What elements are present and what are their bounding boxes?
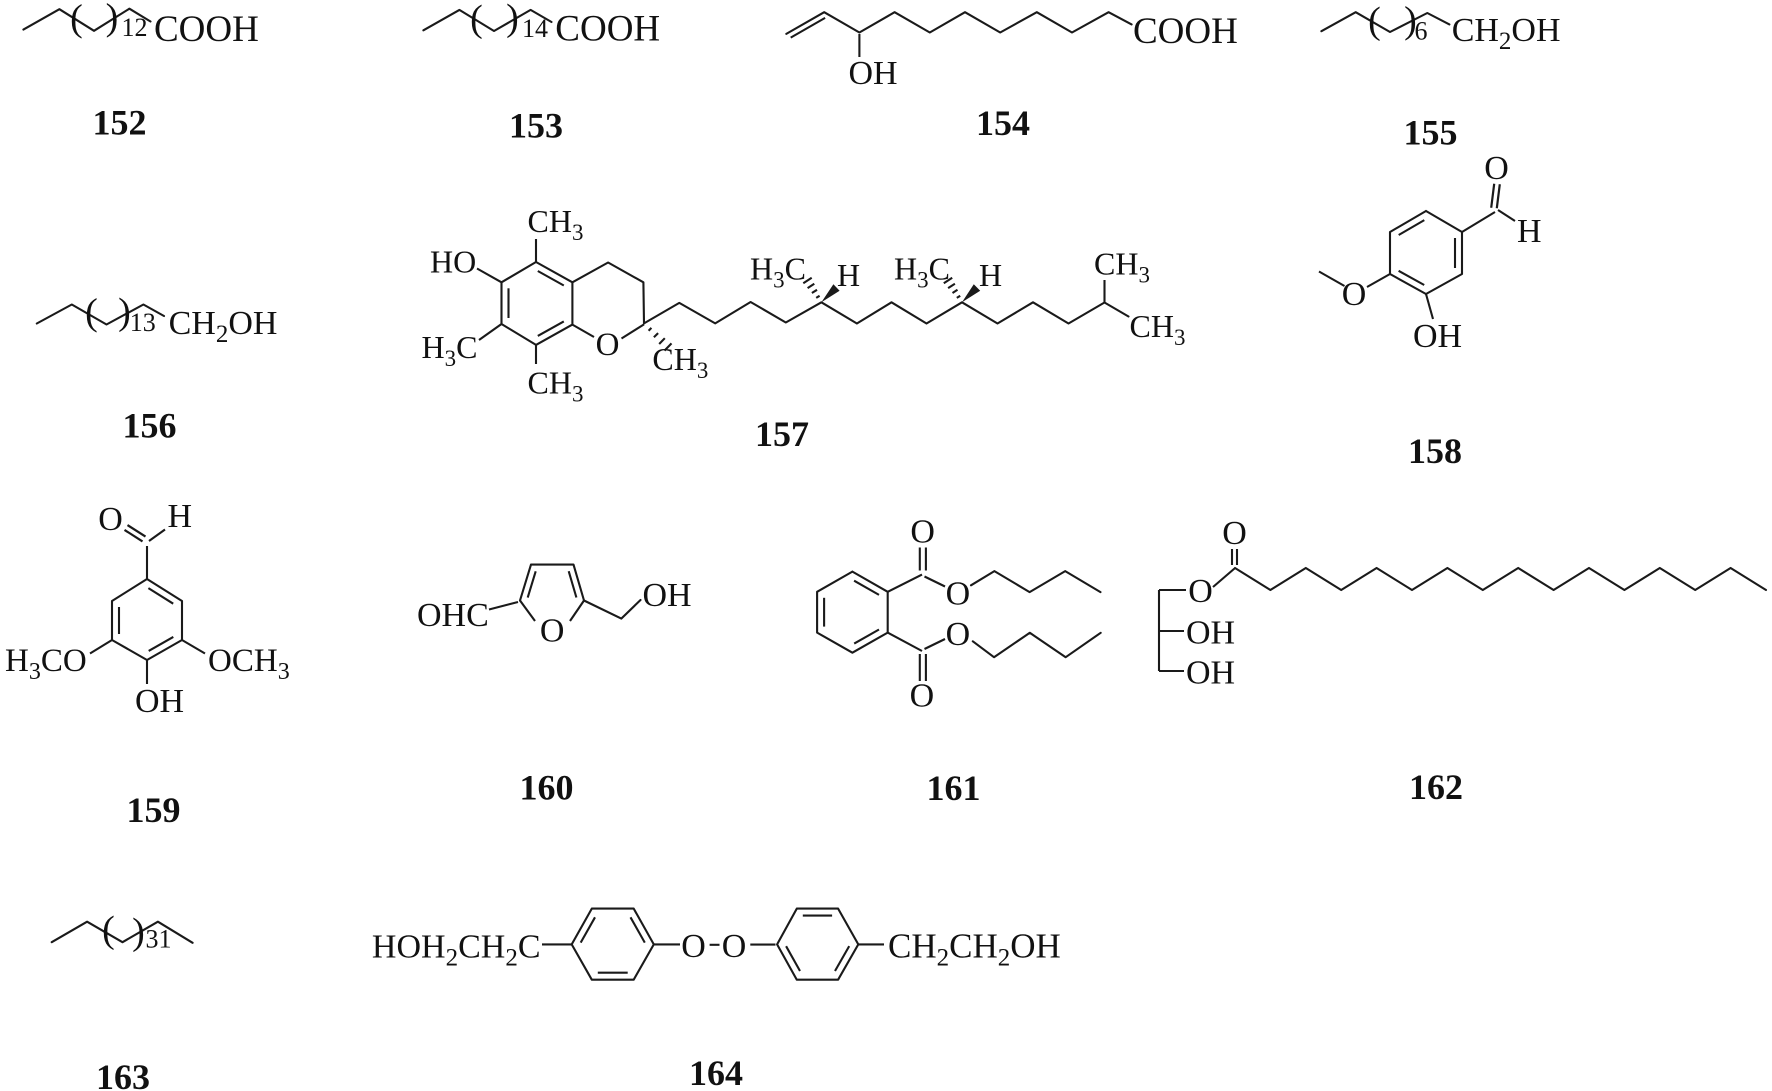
svg-text:(: ( <box>85 291 98 333</box>
svg-text:(: ( <box>1368 0 1381 42</box>
svg-text:OCH3​: OCH3​ <box>208 643 290 685</box>
svg-text:152: 152 <box>93 103 147 143</box>
svg-text:OH: OH <box>135 683 184 720</box>
svg-text:31: 31 <box>146 925 172 954</box>
svg-text:H: H <box>1517 213 1542 250</box>
svg-text:O: O <box>681 928 706 965</box>
svg-text:OH: OH <box>1186 655 1235 692</box>
svg-text:O: O <box>596 327 620 363</box>
svg-text:OH: OH <box>1186 615 1235 652</box>
svg-text:CH3​: CH3​ <box>528 203 584 245</box>
svg-text:158: 158 <box>1408 431 1462 471</box>
svg-text:CH2​OH: CH2​OH <box>169 305 278 348</box>
svg-text:O: O <box>1484 150 1509 187</box>
svg-text:14: 14 <box>522 14 548 43</box>
svg-text:): ) <box>132 911 145 953</box>
svg-text:12: 12 <box>122 13 148 42</box>
svg-text:): ) <box>1404 0 1417 41</box>
svg-text:160: 160 <box>520 768 574 808</box>
svg-text:163: 163 <box>96 1057 150 1091</box>
svg-text:COOH: COOH <box>1133 11 1238 52</box>
svg-text:161: 161 <box>927 768 981 808</box>
svg-text:6: 6 <box>1415 17 1428 46</box>
svg-text:O: O <box>1222 515 1247 552</box>
svg-text:O: O <box>540 613 565 650</box>
svg-text:HO: HO <box>430 244 476 280</box>
svg-text:H3​C: H3​C <box>750 251 806 293</box>
svg-text:164: 164 <box>689 1053 743 1091</box>
svg-text:O: O <box>1188 573 1213 610</box>
svg-text:O: O <box>910 514 935 551</box>
svg-text:(: ( <box>70 0 83 39</box>
svg-text:): ) <box>506 0 519 39</box>
svg-text:O: O <box>946 576 971 613</box>
svg-text:H: H <box>168 498 193 535</box>
svg-text:COOH: COOH <box>154 9 259 50</box>
svg-text:(: ( <box>102 909 115 951</box>
svg-text:OH: OH <box>1413 318 1462 355</box>
svg-text:H3​CO: H3​CO <box>5 643 87 685</box>
svg-text:COOH: COOH <box>555 9 660 50</box>
svg-text:(: ( <box>470 0 483 40</box>
svg-text:): ) <box>106 0 119 38</box>
svg-text:159: 159 <box>127 790 181 830</box>
svg-text:CH2​CH2​OH: CH2​CH2​OH <box>888 927 1061 972</box>
svg-text:157: 157 <box>755 414 809 454</box>
svg-text:OHC: OHC <box>417 597 489 634</box>
svg-text:153: 153 <box>509 106 563 146</box>
svg-text:H: H <box>979 257 1002 293</box>
svg-text:O: O <box>1342 276 1367 313</box>
svg-text:155: 155 <box>1404 113 1458 153</box>
svg-text:OH: OH <box>643 577 692 614</box>
svg-text:162: 162 <box>1409 767 1463 807</box>
svg-text:156: 156 <box>123 406 177 446</box>
svg-text:O: O <box>946 616 971 653</box>
svg-text:O: O <box>98 501 123 538</box>
svg-text:OH: OH <box>849 55 898 92</box>
svg-text:154: 154 <box>976 103 1030 143</box>
svg-text:O: O <box>722 928 747 965</box>
svg-text:H: H <box>837 257 860 293</box>
svg-text:O: O <box>910 678 935 715</box>
svg-text:13: 13 <box>130 308 156 337</box>
svg-text:): ) <box>118 291 131 333</box>
